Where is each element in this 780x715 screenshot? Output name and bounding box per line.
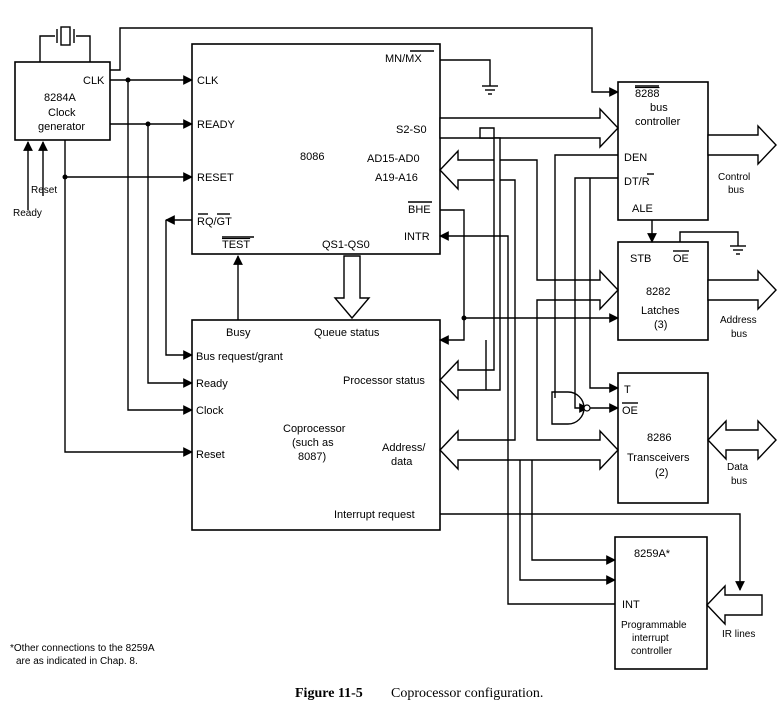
cpu-s2s0-pin: S2-S0: [396, 124, 427, 136]
pic-int-pin: INT: [622, 599, 640, 611]
ir-lines-label: IR lines: [722, 629, 755, 640]
bus-controller-ale-pin: ALE: [632, 203, 653, 215]
bus-controller-dtr-pin: DT/R: [624, 176, 650, 188]
control-bus-label-2: bus: [728, 185, 744, 196]
bus-controller-name-1: bus: [650, 102, 668, 114]
clock-gen-clk-pin: CLK: [83, 75, 105, 87]
address-bus-label-2: bus: [731, 329, 747, 340]
latches-block: STB OE 8282 Latches (3) Address bus: [617, 241, 777, 341]
coproc-bus-request-pin: Bus request/grant: [196, 351, 283, 363]
cpu-rqgt-pin: RQ/GT: [197, 216, 232, 228]
latches-name-2: (3): [654, 319, 667, 331]
interrupt-controller-block: 8259A* INT Programmable interrupt contro…: [614, 536, 763, 670]
coproc-address-pin-2: data: [391, 456, 413, 468]
bus-controller-name-2: controller: [635, 116, 681, 128]
clock-gen-name-2: generator: [38, 121, 85, 133]
transceivers-t-pin: T: [624, 384, 631, 396]
latches-name-1: Latches: [641, 305, 680, 317]
coproc-name-1: Coprocessor: [283, 423, 346, 435]
control-bus-label-1: Control: [718, 172, 750, 183]
cpu-qs-pin: QS1-QS0: [322, 239, 370, 251]
clock-gen-name-1: Clock: [48, 107, 76, 119]
pic-name-1: Programmable: [621, 620, 687, 631]
latches-stb-pin: STB: [630, 253, 651, 265]
clock-generator-block: 8284A Clock generator CLK Reset Ready: [13, 26, 111, 219]
data-bus-label-2: bus: [731, 476, 747, 487]
coproc-clock-pin: Clock: [196, 405, 224, 417]
latches-chip-label: 8282: [646, 286, 670, 298]
coproc-name-2: (such as: [292, 437, 334, 449]
coproc-name-3: 8087): [298, 451, 326, 463]
figure-caption-label: Figure 11-5: [295, 686, 363, 701]
crystal-icon: [39, 26, 91, 62]
transceivers-chip-label: 8286: [647, 432, 671, 444]
clock-gen-chip-label: 8284A: [44, 92, 76, 104]
cpu-8086-block: 8086 CLK READY RESET RQ/GT TEST QS1-QS0 …: [191, 43, 441, 255]
coproc-interrupt-request-pin: Interrupt request: [334, 509, 415, 521]
pic-name-2: interrupt: [632, 633, 669, 644]
cpu-mnmx-pin: MN/MX: [385, 53, 422, 65]
cpu-chip-label: 8086: [300, 151, 324, 163]
transceivers-name-1: Transceivers: [627, 452, 690, 464]
latches-oe-pin: OE: [673, 253, 689, 265]
pic-chip-label: 8259A*: [634, 548, 671, 560]
transceivers-name-2: (2): [655, 467, 668, 479]
cpu-bhe-pin: BHE: [408, 204, 431, 216]
footnote-line-2: are as indicated in Chap. 8.: [16, 656, 138, 667]
coproc-queue-status-pin: Queue status: [314, 327, 380, 339]
wiring: [62, 27, 746, 605]
ready-input-label: Ready: [13, 208, 42, 219]
cpu-reset-pin: RESET: [197, 172, 234, 184]
cpu-clk-pin: CLK: [197, 75, 219, 87]
address-bus-label-1: Address: [720, 315, 757, 326]
pic-name-3: controller: [631, 646, 673, 657]
coproc-address-pin-1: Address/: [382, 442, 426, 454]
bus-controller-den-pin: DEN: [624, 152, 647, 164]
cpu-test-pin: TEST: [222, 239, 250, 251]
coprocessor-block: Busy Queue status Bus request/grant Read…: [191, 319, 441, 531]
bus-controller-chip-label: 8288: [635, 88, 659, 100]
data-bus-label-1: Data: [727, 462, 749, 473]
bus-controller-block: 8288 bus controller DEN DT/R ALE Control…: [617, 81, 777, 221]
cpu-intr-pin: INTR: [404, 231, 430, 243]
footnote-line-1: *Other connections to the 8259A: [10, 643, 155, 654]
reset-input-label: Reset: [31, 185, 57, 196]
coproc-processor-status-pin: Processor status: [343, 375, 425, 387]
coproc-reset-pin: Reset: [196, 449, 225, 461]
cpu-a19-pin: A19-A16: [375, 172, 418, 184]
coproc-busy-pin: Busy: [226, 327, 251, 339]
coproc-ready-pin: Ready: [196, 378, 228, 390]
transceivers-oe-pin: OE: [622, 405, 638, 417]
figure-caption-text: Coprocessor configuration.: [391, 686, 543, 701]
cpu-ready-pin: READY: [197, 119, 236, 131]
transceivers-block: T OE 8286 Transceivers (2) Data bus: [617, 372, 777, 504]
cpu-ad-pin: AD15-AD0: [367, 153, 420, 165]
